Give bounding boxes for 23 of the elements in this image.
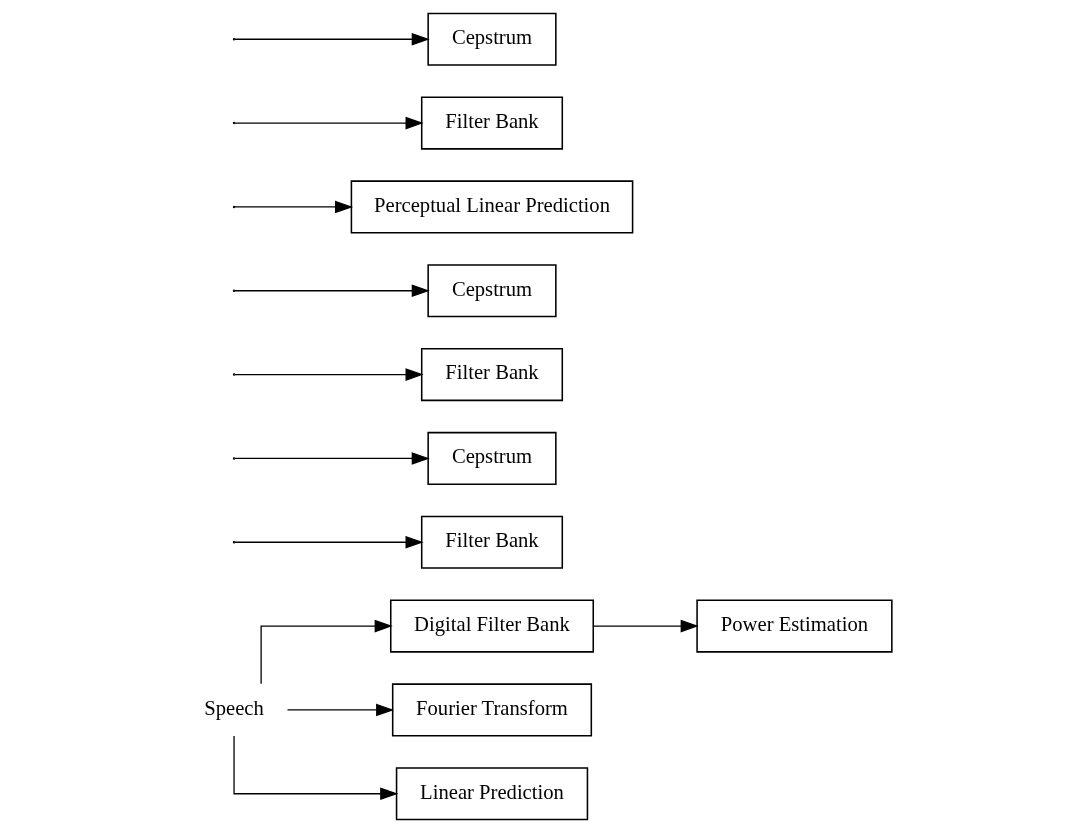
arrow xyxy=(234,116,424,130)
node-box: Filter Bank xyxy=(420,348,564,402)
arrow xyxy=(234,535,424,549)
node-box: Fourier Transform xyxy=(391,683,593,737)
node-box: Cepstrum xyxy=(427,264,557,318)
arrow xyxy=(234,284,430,298)
node-box: Filter Bank xyxy=(420,96,564,150)
arrow xyxy=(234,452,430,465)
node-box: Filter Bank xyxy=(420,515,564,569)
node-box: Linear Prediction xyxy=(395,767,589,821)
arrow xyxy=(234,32,430,46)
node-text: Speech xyxy=(204,696,264,719)
node-box: Perceptual Linear Prediction xyxy=(350,180,634,234)
node-box: Digital Filter Bank xyxy=(389,599,595,653)
arrow xyxy=(286,703,395,717)
node-box: Cepstrum xyxy=(427,431,557,485)
arrow xyxy=(592,619,699,633)
node-box: Power Estimation xyxy=(696,599,893,653)
arrow xyxy=(233,735,399,801)
node-box: Cepstrum xyxy=(427,12,557,66)
arrow xyxy=(234,368,424,381)
arrow xyxy=(260,619,393,685)
arrow xyxy=(234,200,354,214)
